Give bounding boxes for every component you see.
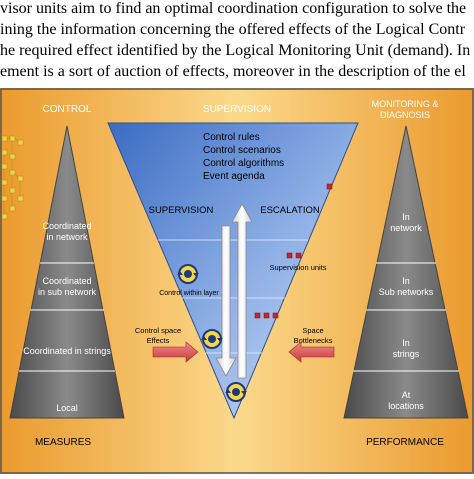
control-level-local: Local — [56, 403, 78, 413]
monitoring-level-subnetworks-line2: Sub networks — [379, 287, 434, 297]
control-level-subnetwork-line2: in sub network — [38, 287, 97, 297]
body-text-line-4: ement is a sort of auction of effects, m… — [0, 63, 466, 80]
monitoring-level-locations-line1: At — [402, 390, 411, 400]
bottlenecks-label-line1: Space — [302, 326, 323, 335]
up-arrow — [231, 203, 253, 379]
supervision-unit-markers — [254, 183, 333, 319]
escalation-arrows — [215, 203, 253, 379]
supervision-unit-marker — [286, 252, 293, 259]
monitoring-pyramid: In network In Sub networks In strings At… — [343, 125, 469, 419]
control-heading: CONTROL — [43, 104, 92, 115]
monitoring-heading-line1: MONITORING & — [372, 99, 439, 109]
bottlenecks-arrow — [288, 341, 335, 363]
funnel-item: Control scenarios — [203, 145, 281, 156]
control-cycle-icon — [225, 382, 247, 402]
network-icon — [1, 135, 24, 220]
control-level-subnetwork-line1: Coordinated — [42, 276, 91, 286]
supervision-unit-marker — [326, 183, 333, 190]
down-arrow — [215, 225, 237, 377]
control-cycle-icon — [201, 329, 223, 349]
control-space-label-line1: Control space — [135, 326, 181, 335]
performance-label: PERFORMANCE — [366, 437, 444, 448]
control-within-layer-label: Control within layer — [159, 290, 219, 297]
supervision-funnel: Control rules Control scenarios Control … — [107, 122, 359, 420]
diagram-svg: CONTROL SUPERVISION MONITORING & DIAGNOS… — [0, 88, 474, 474]
control-level-network-line2: in network — [46, 232, 88, 242]
escalation-label: ESCALATION — [260, 205, 320, 216]
control-cycle-icon — [177, 264, 199, 284]
funnel-item: Control rules — [203, 132, 260, 143]
control-level-network-line1: Coordinated — [42, 221, 91, 231]
monitoring-level-strings-line2: strings — [393, 349, 420, 359]
measures-label: MEASURES — [35, 437, 91, 448]
diagram-panel: CONTROL SUPERVISION MONITORING & DIAGNOS… — [0, 88, 474, 474]
supervision-heading: SUPERVISION — [203, 104, 271, 115]
funnel-item: Event agenda — [203, 171, 265, 182]
bottlenecks-label-line2: Bottlenecks — [294, 336, 333, 345]
supervision-unit-marker — [295, 252, 302, 259]
effects-arrow — [152, 341, 199, 363]
supervision-label: SUPERVISION — [149, 205, 214, 216]
control-space-label-line2: Effects — [147, 336, 170, 345]
monitoring-level-strings-line1: In — [402, 338, 410, 348]
control-pyramid: Coordinated in network Coordinated in su… — [9, 125, 125, 419]
supervision-units-label: Supervision units — [269, 263, 326, 272]
supervision-unit-marker — [263, 312, 270, 319]
supervision-unit-marker — [254, 312, 261, 319]
supervision-unit-marker — [272, 312, 279, 319]
funnel-item: Control algorithms — [203, 158, 284, 169]
control-level-strings: Coordinated in strings — [23, 346, 111, 356]
monitoring-heading-line2: DIAGNOSIS — [380, 110, 430, 120]
body-text-line-1: visor units aim to find an optimal coord… — [0, 0, 467, 17]
body-text-line-2: ining the information concerning the off… — [0, 21, 466, 38]
monitoring-level-network-line1: In — [402, 212, 410, 222]
body-text-line-3: he required effect identified by the Log… — [0, 42, 471, 59]
monitoring-level-network-line2: network — [390, 223, 422, 233]
monitoring-level-subnetworks-line1: In — [402, 276, 410, 286]
monitoring-level-locations-line2: locations — [388, 401, 424, 411]
panel-border — [0, 88, 474, 474]
